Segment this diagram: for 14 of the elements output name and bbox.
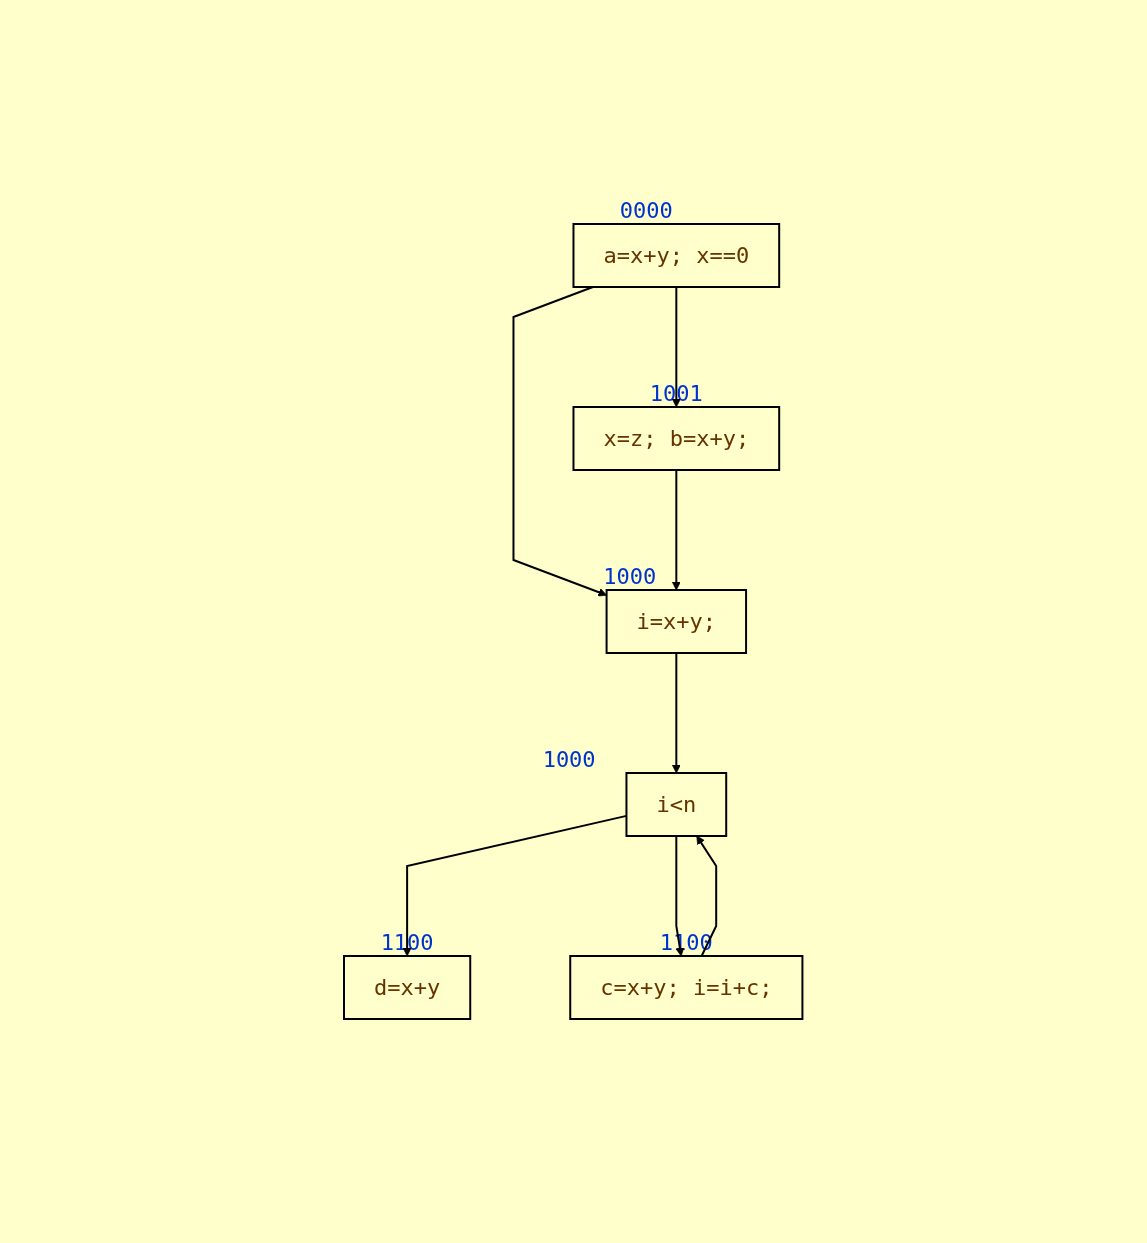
arrow xyxy=(696,835,718,957)
arrow xyxy=(675,835,685,957)
node-box: i<n xyxy=(625,772,728,837)
arrow xyxy=(672,652,681,774)
node-label: 1000 xyxy=(542,747,596,772)
node-box: a=x+y; x==0 xyxy=(572,223,781,288)
arrow xyxy=(672,469,681,591)
node-label: 1000 xyxy=(603,564,657,589)
node-box: c=x+y; i=i+c; xyxy=(569,955,804,1020)
node-label: 0000 xyxy=(620,198,674,223)
arrow xyxy=(672,286,681,408)
node-box: d=x+y xyxy=(343,955,472,1020)
node-box: i=x+y; xyxy=(605,589,748,654)
node-box: x=z; b=x+y; xyxy=(572,406,781,471)
